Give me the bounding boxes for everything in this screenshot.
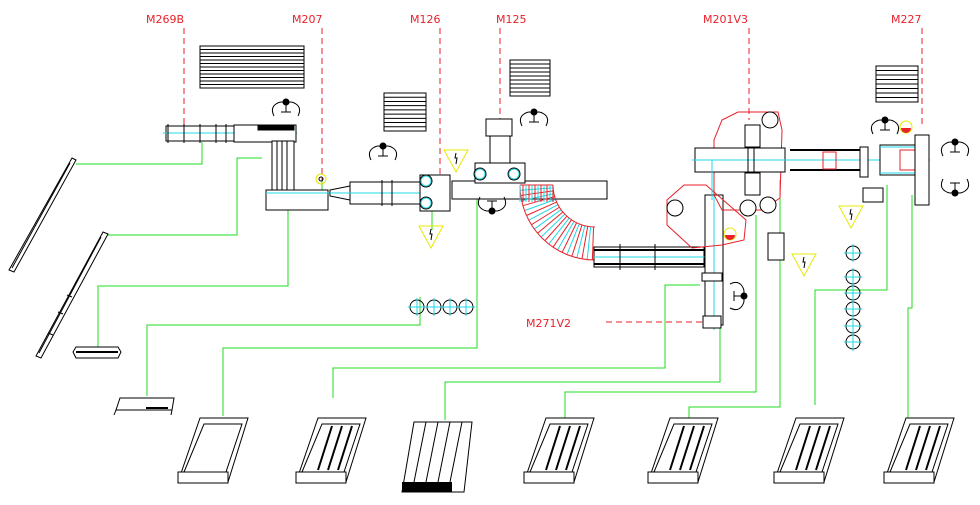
- machine-label-m126[interactable]: M126: [410, 13, 441, 175]
- machine-m126: [329, 174, 451, 212]
- machine-label-m269b[interactable]: M269B: [146, 13, 185, 128]
- roller-icon: [844, 300, 862, 318]
- gripper-icon: [870, 116, 900, 135]
- roller-icon: [844, 268, 862, 286]
- label-text: M269B: [146, 13, 184, 26]
- high-voltage-warning-icon: [791, 253, 817, 278]
- gripper-icon: [729, 281, 748, 311]
- conveyor-m269b: [163, 124, 350, 211]
- gripper-icon: [519, 108, 549, 127]
- label-text: M126: [410, 13, 441, 26]
- label-text: M201V3: [703, 13, 748, 26]
- high-voltage-warning-icon: [838, 205, 864, 230]
- panel-stack-icon: [875, 65, 919, 103]
- loose-part-rail-2: [35, 231, 109, 359]
- gripper-icon: [940, 138, 970, 157]
- machine-m227: [862, 120, 930, 206]
- machine-label-m125[interactable]: M125: [496, 13, 527, 120]
- roller-icon: [844, 333, 862, 351]
- robot-cell-icon: [713, 111, 783, 214]
- output-bin-icon: [647, 417, 719, 484]
- roller-icon: [408, 298, 426, 316]
- panel-stack-icon: [509, 59, 551, 97]
- machine-label-m207[interactable]: M207: [292, 13, 323, 180]
- machine-label-m271v2[interactable]: M271V2: [526, 317, 712, 330]
- panel-stack-icon: [199, 45, 305, 89]
- curved-conveyor: [519, 184, 596, 261]
- machine-m271v2: [701, 190, 724, 330]
- roller-icon: [457, 298, 475, 316]
- high-voltage-warning-icon: [443, 149, 469, 174]
- roller-icon: [844, 317, 862, 335]
- gripper-icon: [477, 196, 507, 215]
- gripper-icon: [368, 142, 398, 161]
- connector-lines: [76, 142, 913, 420]
- roller-icon: [425, 298, 443, 316]
- loose-part-tray: [113, 397, 175, 416]
- gripper-icon: [271, 98, 301, 117]
- machine-label-m201v3[interactable]: M201V3: [703, 13, 750, 120]
- label-text: M227: [891, 13, 922, 26]
- robot-cell-icon: [666, 184, 757, 249]
- roller-icon: [844, 244, 862, 262]
- loose-part-rail-1: [8, 157, 77, 273]
- machine-label-m227[interactable]: M227: [891, 13, 923, 125]
- label-text: M125: [496, 13, 527, 26]
- control-box: [767, 232, 785, 261]
- output-bin-icon: [295, 417, 367, 484]
- output-bin-icon: [401, 421, 473, 493]
- conveyor-m227: [790, 146, 869, 178]
- output-bin-icon: [177, 417, 249, 484]
- output-bin-icon: [773, 417, 845, 484]
- high-voltage-warning-icon: [418, 225, 444, 250]
- output-bin-icon: [523, 417, 595, 484]
- label-text: M207: [292, 13, 323, 26]
- roller-icon: [844, 284, 862, 302]
- output-bin-icon: [883, 417, 955, 484]
- panel-stack-icon: [383, 92, 427, 132]
- roller-icon: [441, 298, 459, 316]
- conveyor-lower: [593, 244, 720, 270]
- label-text: M271V2: [526, 317, 571, 330]
- machine-m201v3: [692, 124, 930, 200]
- loose-part-block: [72, 346, 122, 359]
- gripper-icon: [940, 178, 970, 197]
